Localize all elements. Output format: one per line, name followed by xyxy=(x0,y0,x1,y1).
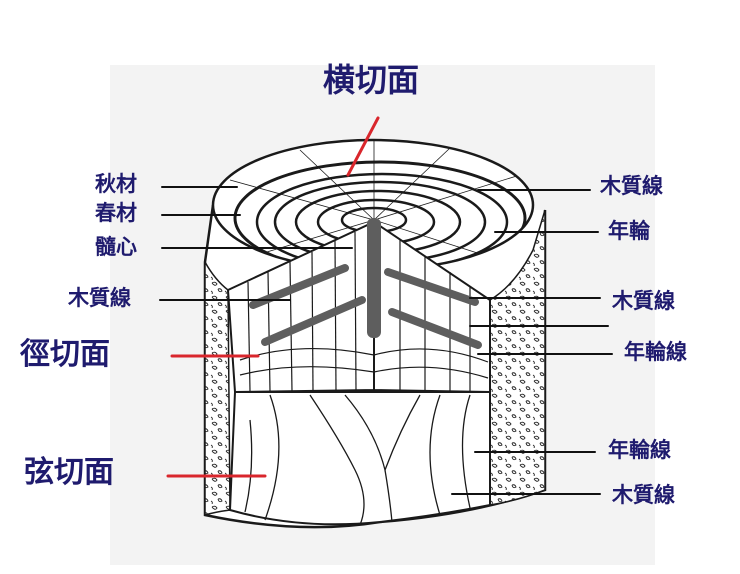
ray-bars xyxy=(249,264,482,349)
label-ray-mid-right: 木質線 xyxy=(612,289,675,313)
pointer-cross-section xyxy=(346,116,380,177)
label-ringline-bottom-right: 年輪線 xyxy=(608,438,671,462)
tangential-grain xyxy=(244,394,471,526)
label-tangential-section: 弦切面 xyxy=(24,455,114,490)
label-autumn-wood: 秋材 xyxy=(95,172,137,196)
label-spring-wood: 春材 xyxy=(95,201,137,225)
label-radial-section: 徑切面 xyxy=(20,337,110,372)
tangential-face xyxy=(228,391,491,526)
label-ringline-mid-right: 年輪線 xyxy=(624,340,687,364)
label-ray-bottom-right: 木質線 xyxy=(612,483,675,507)
label-ring-top-right: 年輪 xyxy=(608,219,650,243)
label-pith: 髓心 xyxy=(95,235,137,259)
label-ray-left: 木質線 xyxy=(68,286,131,310)
pith-bar xyxy=(367,218,381,338)
title-cross-section: 横切面 xyxy=(323,61,420,99)
label-ray-top-right: 木質線 xyxy=(600,174,663,198)
